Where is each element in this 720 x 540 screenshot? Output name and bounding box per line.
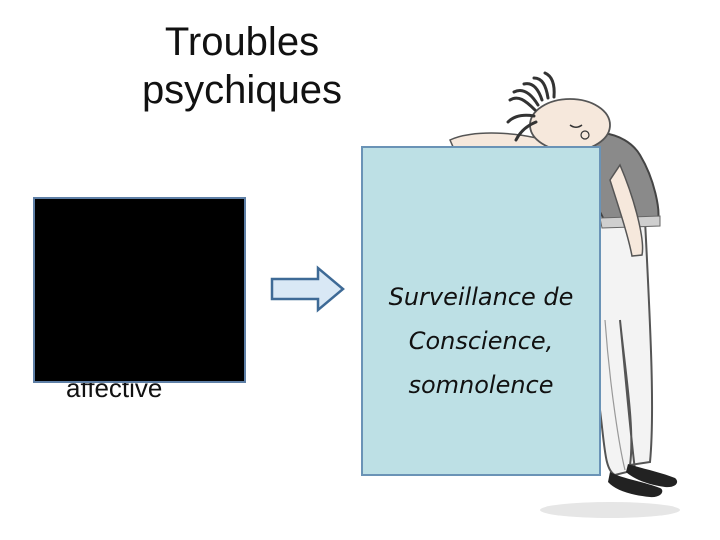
- right-arrow-icon: [270, 265, 345, 313]
- redaction-box: [33, 197, 246, 383]
- title-line-2: psychiques: [141, 68, 343, 112]
- title-line-1: Troubles: [164, 20, 320, 64]
- slide-title: Troubles psychiques: [120, 18, 364, 114]
- panel-line-2: Conscience,: [408, 327, 554, 355]
- info-panel: [361, 146, 601, 476]
- panel-text: Surveillance de Conscience, somnolence: [361, 275, 601, 407]
- panel-line-1: Surveillance de: [388, 283, 574, 311]
- panel-line-3: somnolence: [408, 371, 554, 399]
